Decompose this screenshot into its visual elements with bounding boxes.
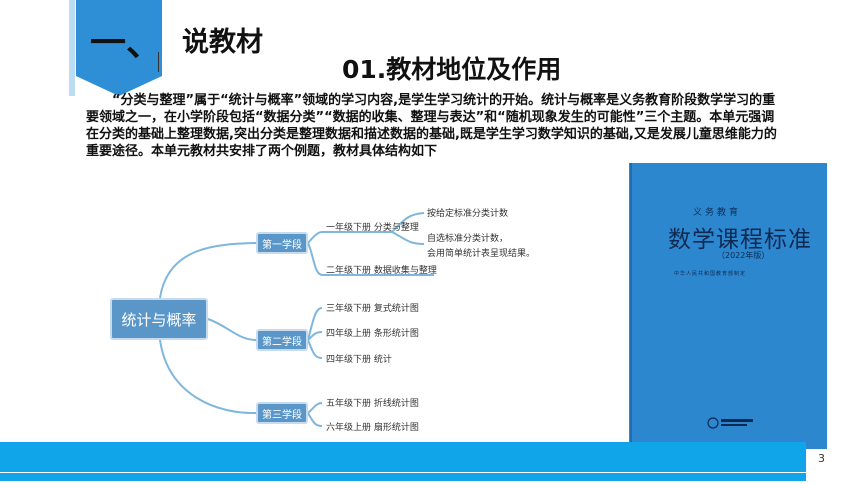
- connector-item1-sub1: [391, 212, 425, 233]
- stage-node-1: 第一学段: [256, 232, 308, 254]
- diagram-connectors: [159, 212, 434, 427]
- book-cover-publisher-line: 中华人民共和国教育部制定: [674, 271, 747, 277]
- leaf-stage3-item1: 五年级下册 折线统计图: [326, 399, 419, 409]
- page-number: 3: [818, 452, 825, 465]
- structure-diagram: 统计与概率 第一学段 第二学段 第三学段 一年级下册 分类与整理 二年级下册 数…: [108, 186, 572, 444]
- book-cover-image: [629, 163, 827, 449]
- connector-stage2-item3: [307, 339, 323, 359]
- leaf-stage1-sub3: 会用简单统计表呈现结果。: [427, 249, 536, 259]
- intro-paragraph: “分类与整理”属于“统计与概率”领域的学习内容,是学生学习统计的开始。统计与概率…: [86, 93, 777, 159]
- connector-root-stage3: [159, 339, 257, 415]
- book-cover-top-text: 义务教育: [693, 208, 742, 218]
- footer-strip: [0, 473, 806, 481]
- publisher-logo-icon: [707, 417, 753, 429]
- root-node: 统计与概率: [110, 298, 208, 340]
- leaf-stage1-sub2: 自选标准分类计数，: [427, 234, 509, 244]
- leaf-stage1-item2: 二年级下册 数据收集与整理: [326, 266, 437, 276]
- connector-stage2-item1: [307, 307, 323, 341]
- connector-stage1-item2: [307, 242, 434, 276]
- leaf-stage2-item1: 三年级下册 复式统计图: [326, 304, 419, 314]
- connector-stage3-item2: [307, 412, 323, 427]
- leaf-stage2-item2: 四年级上册 条形统计图: [326, 329, 419, 339]
- page-subtitle: 01.教材地位及作用: [342, 55, 562, 84]
- leaf-stage3-item2: 六年级上册 扇形统计图: [326, 423, 419, 433]
- connector-stage2-item2: [307, 331, 323, 341]
- connector-root-stage1: [159, 242, 257, 299]
- connector-stage1-item1: [307, 231, 392, 244]
- leaf-stage1-sub1: 按给定标准分类计数: [427, 209, 509, 219]
- leaf-stage2-item3: 四年级下册 统计: [326, 355, 392, 365]
- section-number: 一、: [90, 23, 163, 64]
- stage-node-2: 第二学段: [256, 329, 308, 351]
- header-tab: [76, 0, 162, 96]
- section-title: 说教材: [182, 27, 263, 58]
- connector-root-stage2: [207, 318, 257, 341]
- book-cover-title: 数学课程标准: [668, 227, 812, 253]
- connector-item1-sub2: [391, 231, 425, 245]
- footer-bar: [0, 442, 806, 472]
- header-divider: [158, 52, 159, 72]
- stage-node-3: 第三学段: [256, 402, 308, 424]
- book-spine-edge: [630, 163, 632, 449]
- connector-stage3-item1: [307, 402, 323, 414]
- header-accent-stripe: [69, 0, 75, 96]
- book-cover-year: （2022年版）: [717, 251, 770, 260]
- leaf-stage1-item1: 一年级下册 分类与整理: [326, 223, 419, 233]
